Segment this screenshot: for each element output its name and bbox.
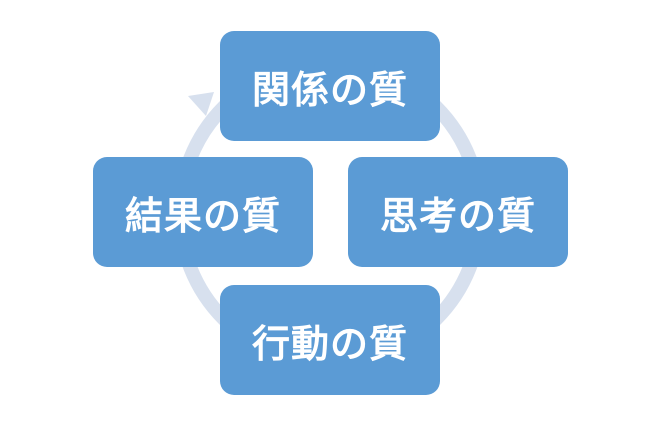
node-thinking-quality: 思考の質 — [348, 157, 568, 267]
node-action-quality: 行動の質 — [220, 285, 440, 395]
node-action-label: 行動の質 — [251, 321, 408, 366]
cycle-arrowhead-icon — [188, 92, 214, 116]
node-result-quality: 結果の質 — [93, 157, 313, 267]
node-thinking-label: 思考の質 — [379, 193, 536, 238]
node-relationship-quality: 関係の質 — [220, 31, 440, 141]
node-result-label: 結果の質 — [124, 193, 281, 238]
node-relationship-label: 関係の質 — [251, 67, 408, 112]
